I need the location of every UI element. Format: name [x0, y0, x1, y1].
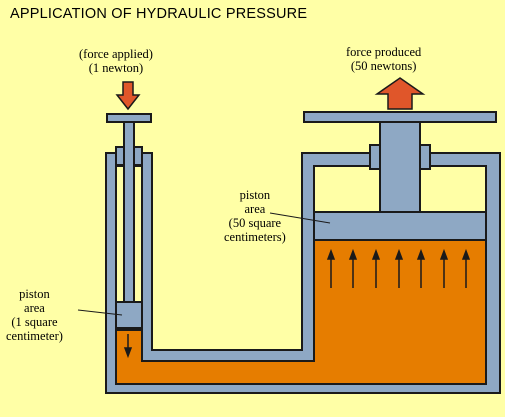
small-piston-down-arrow-icon	[123, 334, 133, 359]
large-piston-label: piston area (50 square centimeters)	[224, 188, 286, 244]
small-piston-leader-line	[77, 309, 123, 316]
large-cylinder-collar-left	[369, 144, 381, 170]
large-piston-leader-line	[269, 212, 331, 224]
large-piston	[313, 211, 487, 241]
force-applied-label: (force applied) (1 newton)	[79, 47, 153, 75]
force-produced-text: force produced	[346, 45, 422, 59]
large-piston-label-line4: centimeters)	[224, 230, 286, 244]
small-piston-label-line2: area	[24, 301, 45, 315]
small-piston-label-line3: (1 square	[11, 315, 58, 329]
force-applied-text: (force applied)	[79, 47, 153, 61]
force-produced-label: force produced (50 newtons)	[346, 45, 421, 73]
small-piston-plate	[106, 113, 152, 123]
large-piston-label-line1: piston	[239, 188, 271, 202]
small-piston-rod	[123, 121, 135, 305]
small-piston-label-line1: piston	[19, 287, 50, 301]
diagram-title: APPLICATION OF HYDRAULIC PRESSURE	[10, 6, 308, 22]
force-applied-arrow-icon	[115, 81, 141, 111]
force-produced-arrow-icon	[374, 77, 426, 110]
pressure-arrows	[326, 248, 471, 288]
force-produced-value: (50 newtons)	[350, 59, 417, 73]
large-piston-label-line3: (50 square	[228, 216, 282, 230]
small-piston-label: piston area (1 square centimeter)	[6, 287, 63, 343]
small-piston-label-line4: centimeter)	[6, 329, 63, 343]
large-cylinder-collar-right	[419, 144, 431, 170]
large-piston-plate	[303, 111, 497, 123]
large-piston-rod	[379, 121, 421, 213]
force-applied-value: (1 newton)	[88, 61, 144, 75]
large-piston-label-line2: area	[244, 202, 266, 216]
